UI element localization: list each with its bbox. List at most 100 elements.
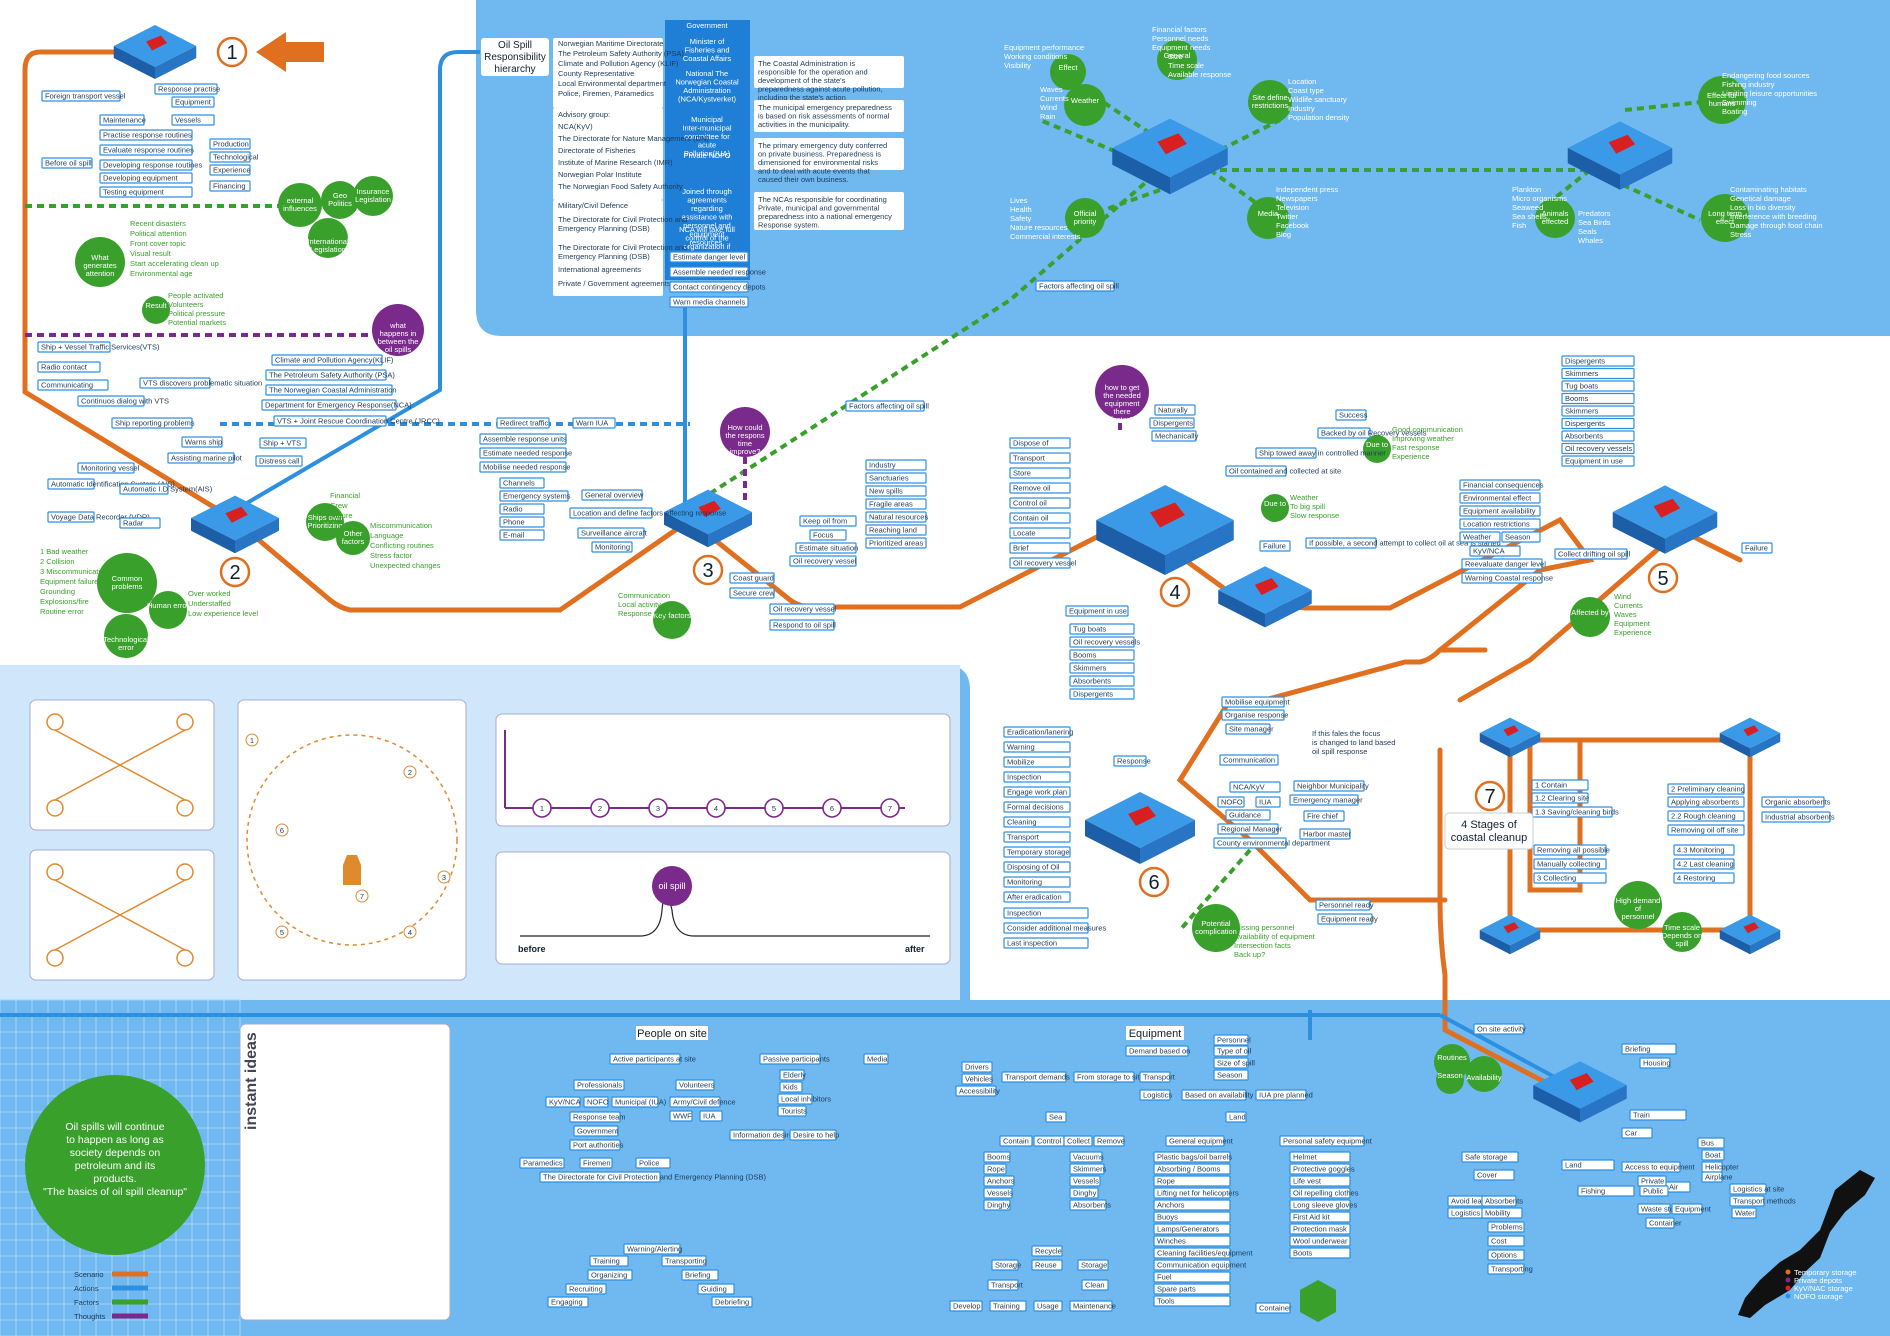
equipment-box: Clean [1081, 1279, 1109, 1291]
stage6-step-box: Formal decisions [1003, 801, 1071, 813]
box-label: Contain [1003, 1137, 1029, 1146]
box-label: Booms [987, 1153, 1011, 1162]
logistics-box: Logistics at site [1729, 1183, 1784, 1195]
box-label: Season [1217, 1071, 1242, 1080]
animals-note: Sea Birds [1578, 218, 1611, 227]
equipment-box: Logistics [1139, 1089, 1172, 1101]
box-label: Oil recovery vessels [1073, 638, 1140, 647]
box-label: 2.2 Rough cleaning [1671, 812, 1736, 821]
people-box: Port authorities [569, 1139, 624, 1151]
box-label: Temporary storage [1007, 848, 1070, 857]
stage6-step-box: Transport [1003, 831, 1071, 843]
box: VTS + Joint Rescue Coordination Centre (… [273, 415, 440, 427]
equipment-box: Lifting net for helicopters [1153, 1187, 1239, 1199]
box-label: Tug boats [1073, 625, 1106, 634]
box: Communication [1219, 754, 1279, 766]
logistics-box: Housing [1639, 1057, 1671, 1069]
equipment-box: Control [1033, 1135, 1065, 1147]
box-label: Climate and Pollution Agency(KLIF) [275, 356, 394, 365]
box: 4 Restoring [1673, 872, 1735, 884]
logistics-box: Logistics [1447, 1207, 1489, 1219]
box-label: Regional Manager [1221, 825, 1283, 834]
box-label: Oil recovery vessel [793, 557, 857, 566]
timeline-step: 1 [540, 804, 544, 813]
box-label: Lifting net for helicopters [1157, 1189, 1239, 1198]
box-label: Based on availability [1185, 1091, 1254, 1100]
equipment-box: Helmet [1289, 1151, 1351, 1163]
box-label: Dispergents [1565, 419, 1605, 428]
box-label: Transport demands [1005, 1073, 1070, 1082]
stage6-step-box: Temporary storage [1003, 846, 1071, 858]
effect-note: Working conditions [1004, 52, 1067, 61]
equipment-box: Anchors [983, 1175, 1015, 1187]
box-label: Government [577, 1127, 619, 1136]
equipment-box: Booms [983, 1151, 1011, 1163]
box-label: Engaging [551, 1298, 583, 1307]
attention-note: Environmental age [130, 269, 193, 278]
box-label: Professionals [577, 1081, 622, 1090]
box: Practise response routines [99, 129, 193, 141]
box-label: Monitoring [1007, 878, 1042, 887]
media-note: Newspapers [1276, 194, 1318, 203]
box-label: Phone [503, 518, 525, 527]
equipment-box: Spare parts [1153, 1283, 1231, 1295]
box-label: NOFO [1221, 798, 1243, 807]
hierarchy-level: Government [686, 21, 728, 30]
site-note: Coast type [1288, 86, 1324, 95]
equipment-box: Usage [1033, 1300, 1063, 1312]
box-label: Usage [1037, 1302, 1059, 1311]
box-label: Transport methods [1733, 1197, 1796, 1206]
box: Secure crew [729, 587, 775, 599]
box: Location and define factors effecting re… [569, 507, 726, 519]
box-label: Rope [987, 1165, 1005, 1174]
map-legend-label: Private depots [1794, 1276, 1842, 1285]
sketch-number: 2 [408, 768, 412, 777]
equipment-box: Rope [1153, 1175, 1231, 1187]
box-label: Buoys [1157, 1213, 1178, 1222]
box-label: Plastic bags/oil barrels [1157, 1153, 1232, 1162]
box-label: Equipment ready [1321, 915, 1378, 924]
box-label: Keep oil from [803, 517, 847, 526]
box: Department for Emergency Response(NCA) [261, 399, 412, 411]
general-note: Time scale [1168, 61, 1204, 70]
box: NOFO [1217, 796, 1245, 808]
people-box: Training [589, 1255, 629, 1267]
attention-note: Recent disasters [130, 219, 186, 228]
equipment-box: IUA pre planned [1255, 1089, 1313, 1101]
stage2-factor-note: Equipment failure [40, 577, 98, 586]
instant-ideas-label: instant ideas [243, 1032, 260, 1130]
box: Evaluate response routines [99, 144, 194, 156]
box-label: County environmental department [1217, 839, 1331, 848]
box-label: Harbor master [1303, 830, 1351, 839]
box: Focus [809, 529, 847, 541]
equipment-box: Skimmers [1069, 1163, 1107, 1175]
box: E-mail [499, 529, 545, 541]
box: 2 Preliminary cleaning [1667, 783, 1745, 795]
box-label: Car [1625, 1129, 1638, 1138]
box-label: Skimmers [1073, 1165, 1107, 1174]
due-to-success-circle: Due to [1363, 435, 1391, 463]
general-note: Financial factors [1152, 25, 1207, 34]
box-label: Briefing [685, 1271, 710, 1280]
box: Regional Manager [1217, 823, 1283, 835]
equipment-box: Maintenance [1069, 1300, 1116, 1312]
equipment-in-use-box: Tug boats [1069, 623, 1135, 635]
sketch-drawings [46, 713, 458, 967]
equipment-box: First Aid kit [1289, 1211, 1351, 1223]
box-label: Communication equipment [1157, 1261, 1247, 1270]
box-label: Experience [213, 166, 251, 175]
priority-box: Industry [865, 459, 927, 471]
box-label: Eradication/lanering [1007, 728, 1073, 737]
people-box: NOFO [583, 1096, 609, 1108]
humans-note: Fishing industry [1722, 80, 1775, 89]
sketch-panel-1 [29, 699, 215, 831]
box: Equipment [171, 96, 215, 108]
box: Testing equipment [99, 186, 193, 198]
longterm-note: Genetical damage [1730, 194, 1791, 203]
